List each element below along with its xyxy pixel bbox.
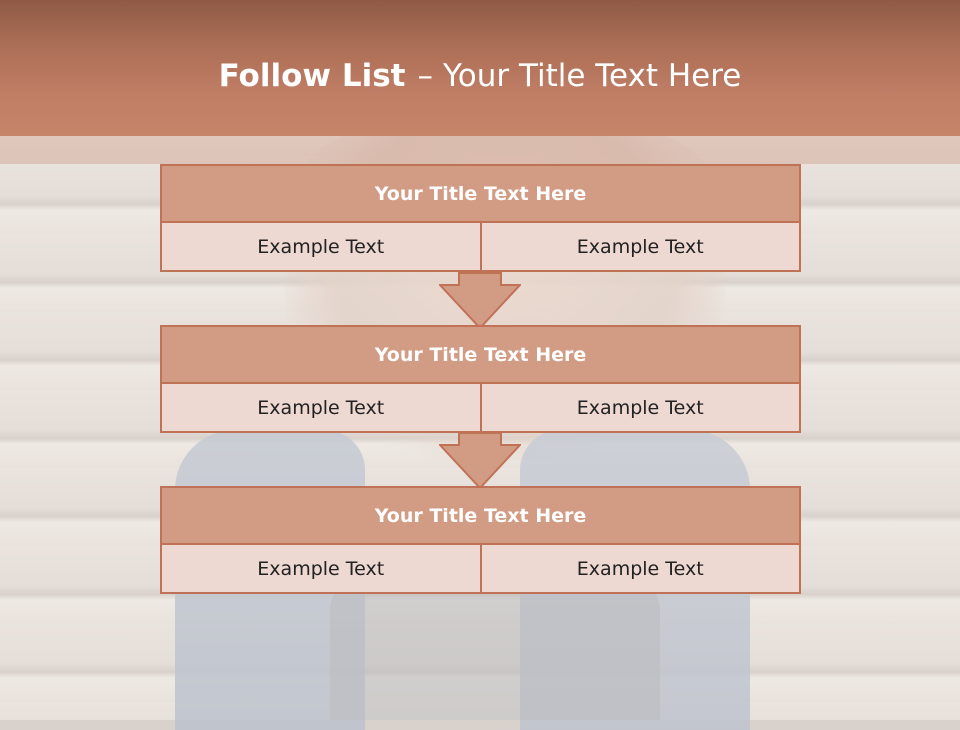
list-block-cell-left: Example Text xyxy=(257,557,385,580)
slide-title: Follow List–Your Title Text Here xyxy=(0,56,960,96)
list-block: Your Title Text Here Example Text Exampl… xyxy=(160,325,801,433)
list-block: Your Title Text Here Example Text Exampl… xyxy=(160,164,801,272)
list-block-cell-right: Example Text xyxy=(479,545,800,592)
list-block: Your Title Text Here Example Text Exampl… xyxy=(160,486,801,594)
list-block-row: Example Text Example Text xyxy=(162,384,799,431)
background-figure-center xyxy=(330,580,660,720)
header-strip xyxy=(0,136,960,164)
list-block-title: Your Title Text Here xyxy=(162,166,799,223)
slide-title-bold: Follow List xyxy=(218,58,406,94)
list-block-cell-right: Example Text xyxy=(479,384,800,431)
list-block-cell-right: Example Text xyxy=(479,223,800,270)
list-block-row: Example Text Example Text xyxy=(162,223,799,270)
list-block-cell-left: Example Text xyxy=(257,235,385,258)
list-block-row: Example Text Example Text xyxy=(162,545,799,592)
list-block-title: Your Title Text Here xyxy=(162,327,799,384)
slide-title-dash: – xyxy=(417,58,433,94)
list-block-cell-left: Example Text xyxy=(257,396,385,419)
down-arrow-icon xyxy=(439,432,521,490)
slide-title-rest: Your Title Text Here xyxy=(442,58,742,94)
list-block-title: Your Title Text Here xyxy=(162,488,799,545)
header-band xyxy=(0,0,960,136)
down-arrow-icon xyxy=(439,272,521,330)
